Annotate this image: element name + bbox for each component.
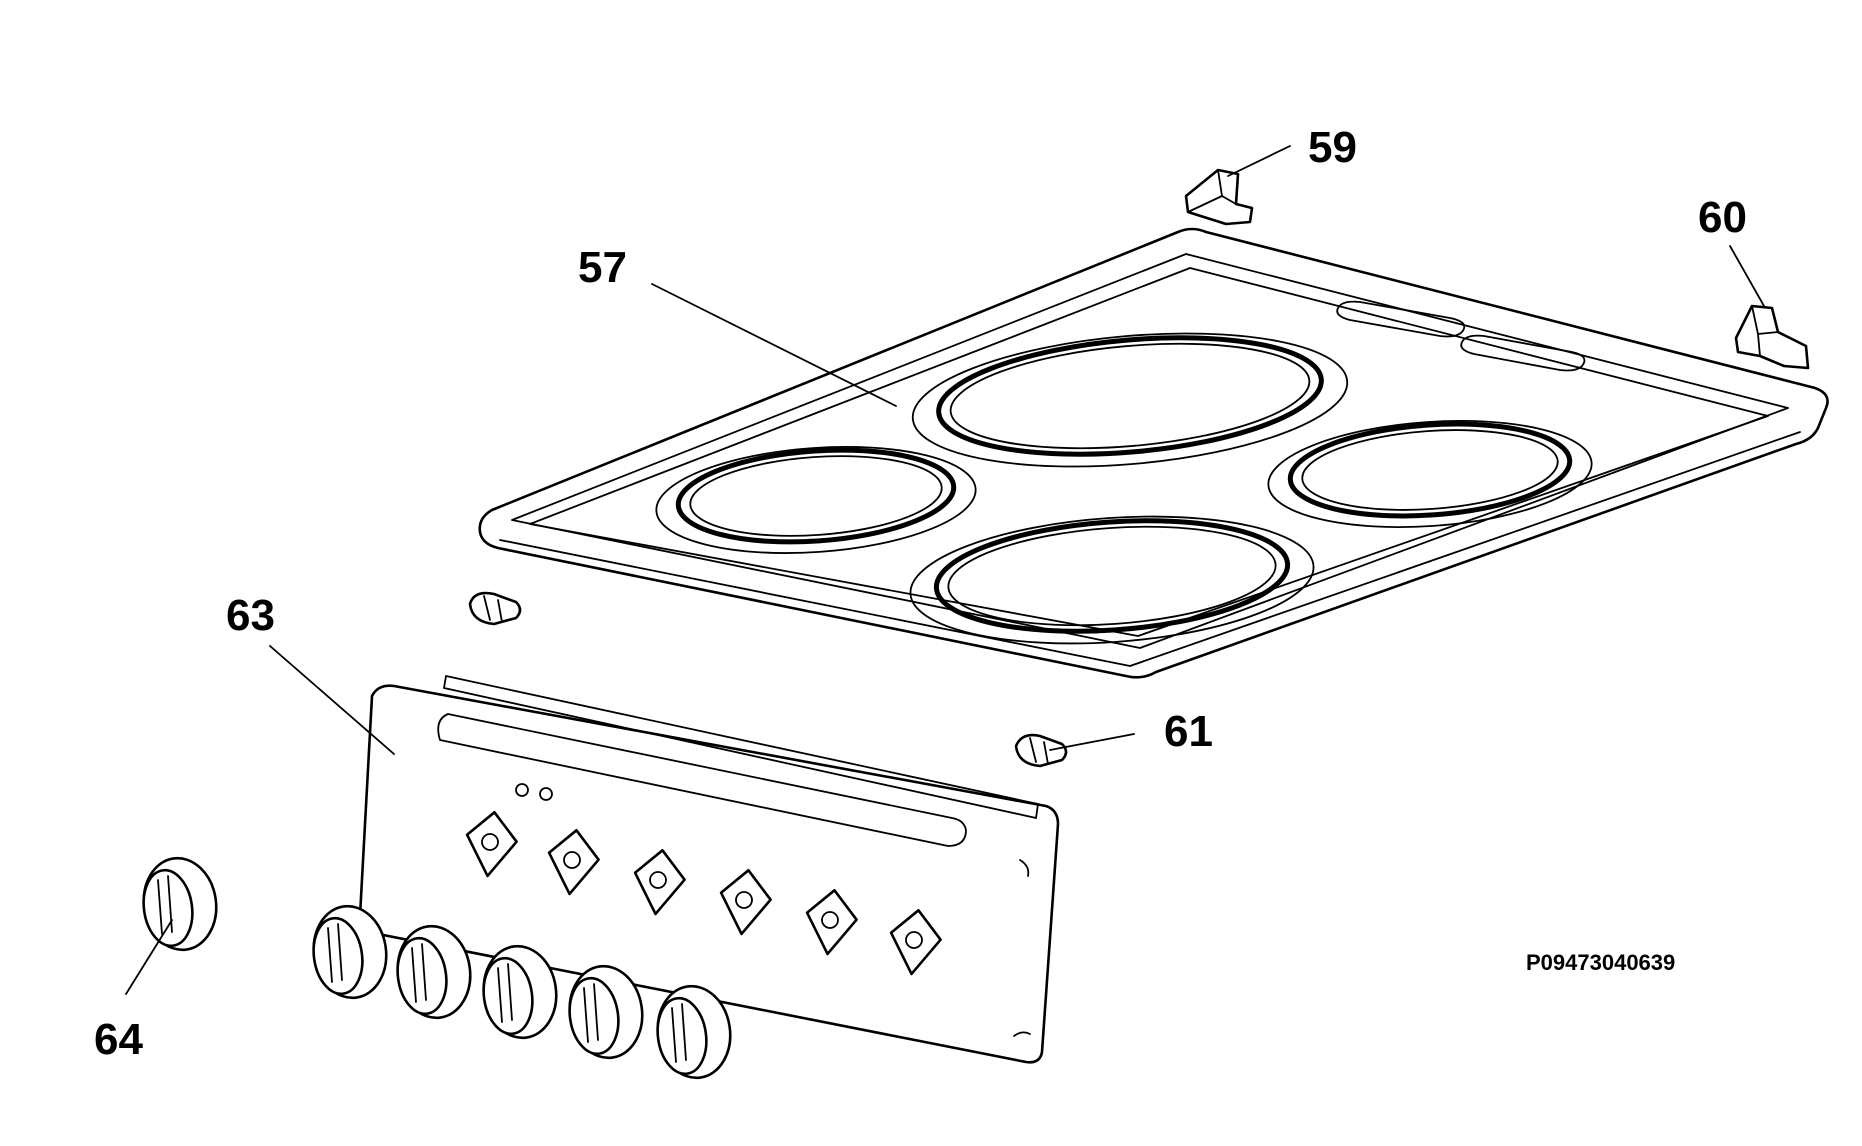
hinge-part-59 (1184, 168, 1254, 226)
leader-63 (269, 645, 395, 755)
knob-socket-6 (889, 909, 942, 976)
hob-top-part-57 (478, 227, 1829, 679)
callout-60: 60 (1698, 193, 1747, 242)
leader-59 (1227, 145, 1291, 177)
knob-socket-2 (547, 829, 600, 896)
hinge-part-60 (1734, 304, 1810, 370)
callout-57: 57 (578, 243, 627, 292)
leader-60 (1729, 245, 1765, 307)
knob-socket-1 (465, 811, 518, 878)
control-panel-part-63 (358, 675, 1060, 1064)
knob-2 (396, 924, 472, 1020)
drawing-code: P09473040639 (1526, 950, 1675, 975)
knob-socket-3 (633, 849, 686, 916)
knob-part-64 (142, 856, 218, 952)
knob-socket-5 (805, 889, 858, 956)
leader-64 (125, 919, 173, 995)
knob-socket-4 (719, 869, 772, 936)
callout-59: 59 (1308, 123, 1357, 172)
knob-3 (482, 944, 558, 1040)
callout-63: 63 (226, 591, 275, 640)
leader-lines (125, 145, 1765, 995)
knob-1 (312, 904, 388, 1000)
callout-61: 61 (1164, 707, 1213, 756)
callout-64: 64 (94, 1015, 143, 1064)
leader-61 (1049, 733, 1135, 751)
clip-part-61 (1014, 733, 1068, 768)
knob-4 (568, 964, 644, 1060)
clip-left (468, 591, 522, 626)
knob-row (312, 904, 732, 1080)
knob-5 (656, 984, 732, 1080)
leader-57 (651, 283, 897, 407)
